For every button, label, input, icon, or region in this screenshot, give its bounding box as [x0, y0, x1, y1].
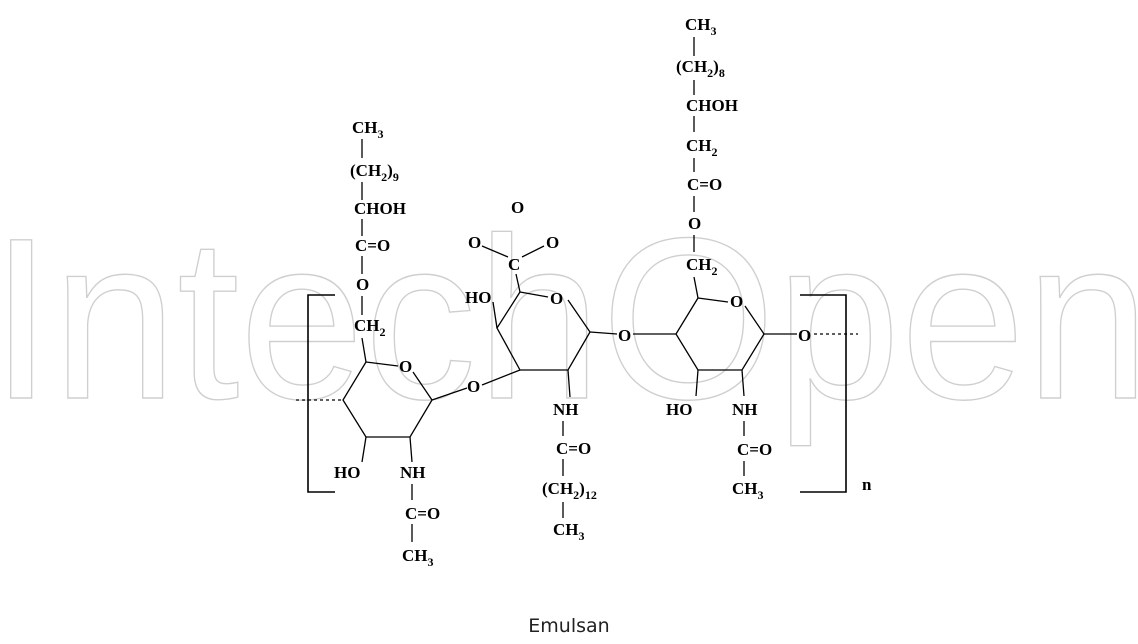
left-chain-ester-o: O [356, 275, 369, 294]
glycosidic-oxygen-2: O [618, 326, 631, 345]
right-ring-ho: HO [666, 400, 692, 419]
middle-acyl-carbonyl: C=O [556, 439, 591, 458]
left-chain-ch3: CH3 [352, 118, 384, 141]
carboxyl-o-right: O [546, 233, 559, 252]
left-acetyl-ch3: CH3 [402, 546, 434, 569]
middle-chain-ch3: CH3 [553, 520, 585, 543]
right-chain-chohhydroxy: CHOH [686, 96, 738, 115]
left-chain-ch2-9: (CH2)9 [350, 161, 399, 184]
left-chain-chohhydroxy: CHOH [354, 199, 406, 218]
right-ring-ch2: CH2 [686, 255, 718, 278]
left-acetyl-carbonyl: C=O [405, 504, 440, 523]
right-chain-carbonyl: C=O [687, 175, 722, 194]
carboxyl-carbon: C [508, 255, 520, 274]
right-acetyl-carbonyl: C=O [737, 440, 772, 459]
left-ring-ch2: CH2 [354, 316, 386, 339]
left-ring-ho: HO [334, 463, 360, 482]
right-acetyl-ch3: CH3 [732, 479, 764, 502]
repeat-index: n [862, 475, 872, 494]
middle-ring-nh: NH [553, 400, 579, 419]
right-chain-ch3: CH3 [685, 15, 717, 38]
right-chain-ester-o: O [688, 214, 701, 233]
left-repeat-bracket [307, 294, 335, 493]
carboxyl-o-left: O [468, 233, 481, 252]
right-chain-ch2: CH2 [686, 136, 718, 159]
terminal-oxygen: O [798, 326, 811, 345]
middle-ring-oxygen: O [550, 289, 563, 308]
right-repeat-bracket [800, 294, 847, 493]
middle-chain-ch2-12: (CH2)12 [542, 479, 597, 502]
left-chain-carbonyl: C=O [355, 236, 390, 255]
watermark-text: IntechOpen [0, 190, 1138, 447]
glycosidic-oxygen-1: O [467, 377, 480, 396]
carboxyl-o-top: O [511, 198, 524, 217]
right-ring-nh: NH [732, 400, 758, 419]
right-ring-oxygen: O [730, 292, 743, 311]
right-chain-ch2-8: (CH2)8 [676, 57, 725, 80]
left-ring-nh: NH [400, 463, 426, 482]
figure-caption: Emulsan [528, 615, 609, 637]
middle-ring-ho: HO [465, 288, 491, 307]
left-ring-oxygen: O [399, 357, 412, 376]
